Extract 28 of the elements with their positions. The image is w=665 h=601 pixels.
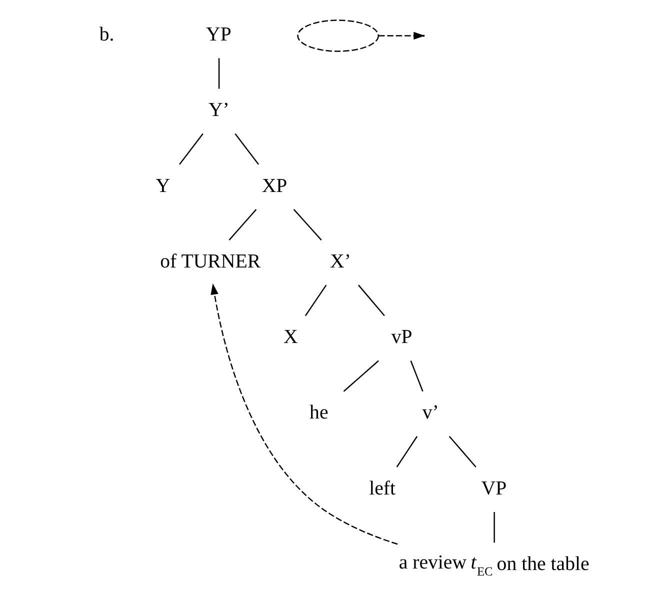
connector [228,209,257,240]
node-text: XP [262,174,288,197]
connector [494,512,495,543]
node-text: YP [206,23,232,46]
node-text: X’ [330,250,351,272]
connector [234,133,260,165]
node-text: v’ [422,402,439,424]
node-text: Y [156,174,170,197]
connector [396,436,418,468]
connector [448,436,476,468]
connector [218,58,220,89]
label: b. [99,23,114,46]
node-text: vP [391,326,412,348]
node-text: Y’ [208,99,230,122]
node-text: left [369,477,396,500]
connector [293,209,322,240]
node-text: of TURNER [160,250,261,272]
connector [304,284,327,316]
connector [343,360,379,392]
arrow [210,283,398,545]
connector [358,284,385,316]
node-text: he [310,402,328,424]
node-text: VP [481,477,507,500]
connector [410,360,424,392]
node-arc [297,20,379,52]
connector [179,133,204,165]
node-text: a review t$_{EC}$ on the table [398,552,590,579]
node-text: X [284,326,298,348]
